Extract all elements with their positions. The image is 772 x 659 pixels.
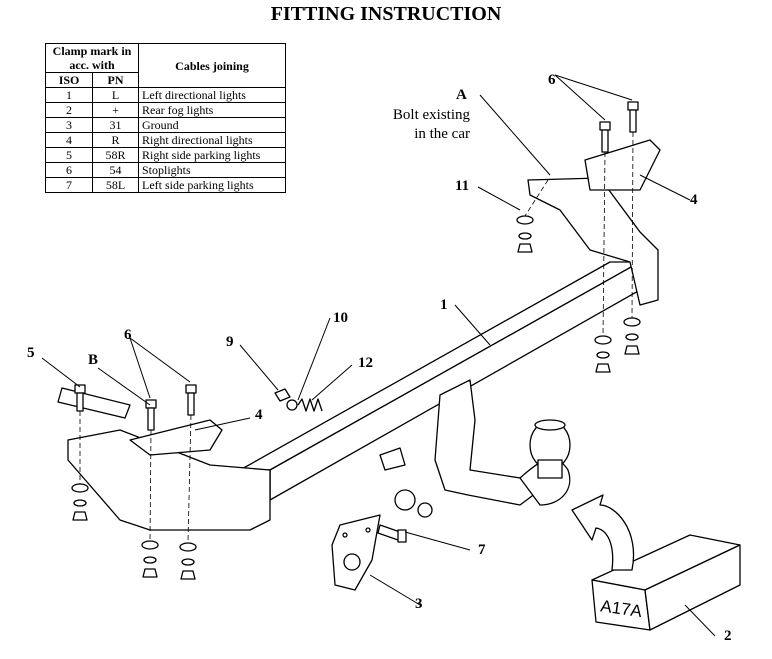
washer-stack-left-2 (141, 540, 159, 578)
cable-cell: Right side parking lights (138, 147, 286, 163)
label-7: 7 (478, 542, 486, 558)
label-11: 11 (455, 178, 470, 194)
socket-plate (331, 514, 381, 591)
table-row: 2 + Rear fog lights (44, 102, 286, 118)
table-row: 6 54 Stoplights (44, 162, 286, 178)
iso-cell: 7 (44, 177, 94, 193)
right-bracket (527, 139, 661, 306)
label-4-left: 4 (255, 407, 263, 423)
header-clamp-mark: Clamp mark in acc. with (45, 43, 139, 73)
label-3: 3 (415, 596, 423, 612)
note-line2: in the car (414, 126, 470, 142)
bolt-5 (74, 384, 86, 412)
table-row: 5 58R Right side parking lights (44, 147, 286, 163)
washer-stack-left-1 (71, 483, 89, 521)
washer-stack-left-3 (179, 542, 197, 580)
washer-stack-right-2 (623, 317, 641, 355)
cable-cell: Left side parking lights (138, 177, 286, 193)
curved-arrow (571, 494, 635, 571)
label-6-right: 6 (548, 72, 556, 88)
clamp-table: Clamp mark in acc. with Cables joining I… (44, 43, 286, 193)
parts-box (591, 534, 741, 631)
page-title: FITTING INSTRUCTION (270, 3, 502, 25)
bolt-7 (377, 524, 407, 543)
table-row: 7 58L Left side parking lights (44, 177, 286, 193)
label-4-right: 4 (690, 192, 698, 208)
label-10: 10 (333, 310, 348, 326)
header-pn: PN (92, 72, 139, 88)
nut-9 (274, 388, 291, 402)
tow-ball (529, 419, 571, 479)
bolt-6-left-b (185, 384, 197, 416)
label-6-left: 6 (124, 327, 132, 343)
note-bolt-existing: Bolt existing in the car (360, 106, 470, 144)
bolt-6-right-a (599, 121, 611, 153)
neck-fasteners (379, 447, 433, 518)
label-5: 5 (27, 345, 35, 361)
bolt-6-left-a (145, 399, 157, 431)
iso-cell: 4 (44, 132, 94, 148)
label-B: B (88, 352, 99, 368)
washer-stack-right-1 (594, 335, 612, 373)
left-bracket (57, 387, 271, 531)
table-row: 4 R Right directional lights (44, 132, 286, 148)
bolt-6-right-b (627, 101, 639, 133)
pn-cell: 58R (92, 147, 139, 163)
label-9: 9 (226, 334, 234, 350)
washer-10 (286, 399, 298, 411)
spring-12 (297, 398, 323, 412)
cable-cell: Rear fog lights (138, 102, 286, 118)
washer-stack-11 (516, 215, 534, 253)
label-A: A (456, 87, 467, 103)
label-12: 12 (358, 355, 373, 371)
label-2: 2 (724, 628, 732, 644)
label-1: 1 (440, 297, 448, 313)
cable-cell: Right directional lights (138, 132, 286, 148)
note-line1: Bolt existing (392, 107, 470, 123)
